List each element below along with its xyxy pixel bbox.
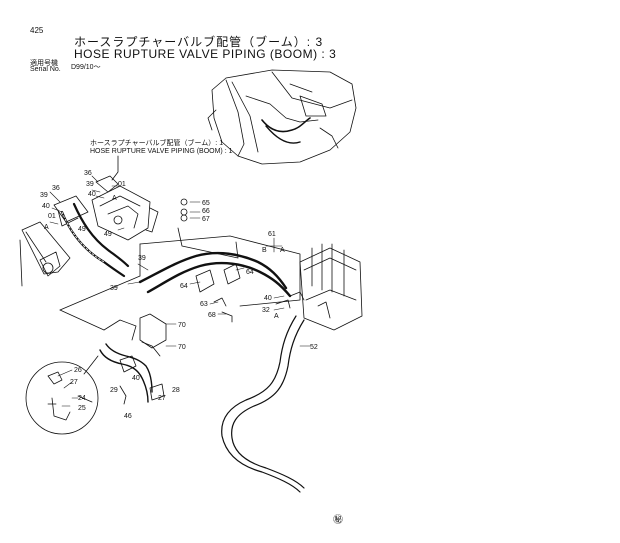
callout-A-d: A xyxy=(274,313,279,320)
leader-lines xyxy=(49,175,311,407)
clamp-parts xyxy=(180,198,241,323)
callout-64b: 64 xyxy=(246,269,254,276)
hose-49 xyxy=(60,202,130,278)
control-valve-illustration xyxy=(275,243,363,331)
page-title-en: HOSE RUPTURE VALVE PIPING (BOOM) : 3 xyxy=(74,47,337,61)
callout-36: 36 xyxy=(52,185,60,192)
page-number: 425 xyxy=(30,26,44,35)
callout-A-b: A xyxy=(112,195,117,202)
callout-40b: 40 xyxy=(88,191,96,198)
callout-52: 52 xyxy=(310,344,318,351)
reference-note-en: HOSE RUPTURE VALVE PIPING (BOOM) : 1 xyxy=(90,148,233,155)
lower-bracket xyxy=(99,313,167,405)
callout-46: 46 xyxy=(124,413,132,420)
boom-cylinder-illustration xyxy=(19,195,89,287)
callout-01b: 01 xyxy=(118,181,126,188)
callout-40: 40 xyxy=(42,203,50,210)
callout-61: 61 xyxy=(268,231,276,238)
callout-labels: 36 39 40 01 A 36 39 40 01 A 49 49 65 66 … xyxy=(40,170,318,420)
callout-39b: 39 xyxy=(86,181,94,188)
callout-28: 28 xyxy=(172,387,180,394)
callout-39c: 39 xyxy=(138,255,146,262)
callout-40d: 40 xyxy=(132,375,140,382)
callout-63: 63 xyxy=(200,301,208,308)
page-title-jp: ホースラプチャーバルブ配管（ブーム）: 3 xyxy=(74,35,324,49)
serial-label-jp: 適用号機 xyxy=(30,60,58,67)
callout-A-c: A xyxy=(280,247,285,254)
callout-25: 25 xyxy=(78,405,86,412)
serial-label-en: Serial No. xyxy=(30,66,61,73)
callout-66: 66 xyxy=(202,208,210,215)
callout-70b: 70 xyxy=(178,344,186,351)
callout-65: 65 xyxy=(202,200,210,207)
callout-24: 24 xyxy=(78,395,86,402)
callout-32: 32 xyxy=(262,307,270,314)
callout-39d: 39 xyxy=(110,285,118,292)
callout-36b: 36 xyxy=(84,170,92,177)
callout-27b: 27 xyxy=(158,395,166,402)
callout-67: 67 xyxy=(202,216,210,223)
callout-39: 39 xyxy=(40,192,48,199)
reference-leader xyxy=(111,155,119,181)
callout-26: 26 xyxy=(74,367,82,374)
callout-64: 64 xyxy=(180,283,188,290)
machine-overview-illustration xyxy=(207,69,357,165)
callout-27: 27 xyxy=(70,379,78,386)
detail-view-circle xyxy=(25,355,99,435)
frame-bracket xyxy=(59,227,301,331)
confidential-mark: ㊙ xyxy=(333,515,343,526)
callout-49b: 49 xyxy=(104,231,112,238)
main-hose xyxy=(138,251,292,298)
callout-01: 01 xyxy=(48,213,56,220)
callout-49: 49 xyxy=(78,226,86,233)
callout-40c: 40 xyxy=(264,295,272,302)
callout-29: 29 xyxy=(110,387,118,394)
serial-value: D99/10〜 xyxy=(71,64,101,71)
callout-70: 70 xyxy=(178,322,186,329)
pipe-52 xyxy=(221,315,305,493)
callout-A: A xyxy=(44,224,49,231)
callout-B: B xyxy=(262,247,267,254)
callout-68: 68 xyxy=(208,312,216,319)
reference-note-jp: ホースラプチャーバルブ配管（ブーム）: 1 xyxy=(90,140,224,147)
